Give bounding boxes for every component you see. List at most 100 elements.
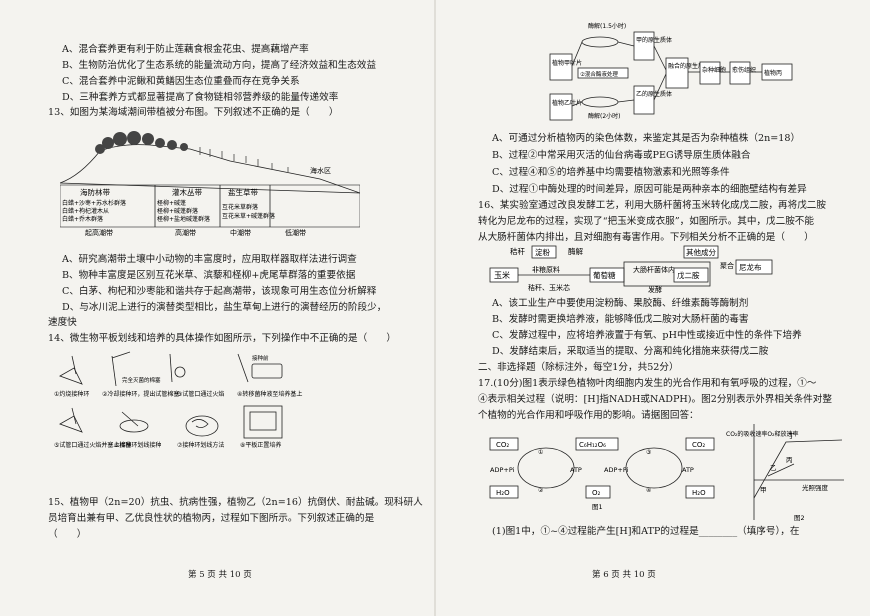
other-label: 其他成分 xyxy=(686,247,716,257)
plant-a-label: 植物甲叶片 xyxy=(552,59,582,67)
fig2-ylabel: CO₂的吸收速率O₂释放速率 xyxy=(726,430,798,438)
zone3-sub: 互花米草群落 xyxy=(222,203,258,211)
zone1-sub: 白蜡+乔木群落 xyxy=(62,215,103,223)
plant-c-label: 植物丙 xyxy=(764,69,782,77)
q15-option-a: A、可通过分析植物丙的染色体数，来鉴定其是否为杂种植株（2n=18） xyxy=(492,133,801,144)
curve-label: 丁 xyxy=(788,432,795,440)
zone2-sub: 柽柳+碱蓬 xyxy=(157,199,186,207)
page-fold xyxy=(434,0,436,616)
q13-figure: 海防林带 白蜡+沙枣+苏水杉群落 白蜡+枸杞灌木从 白蜡+乔木群落 灌木丛带 柽… xyxy=(60,131,360,236)
zone3-label: 盐生草带 xyxy=(228,187,258,197)
q17-line-3: 个植物的光合作用和呼吸作用的影响。请据图回答： xyxy=(478,410,699,421)
inset-label: 完全灭菌的棉塞 xyxy=(122,376,161,384)
fig2-caption: 图2 xyxy=(794,514,805,522)
glucose-label: 葡萄糖 xyxy=(593,270,616,280)
q14-caption: ⑥接种环划线接种 xyxy=(114,441,161,449)
q15-figure: 植物甲叶片 植物乙叶片 酶解(1.5小时) 酶解(2小时) ②混合酶液处理 甲的… xyxy=(549,22,793,121)
q13-option-d: D、与冰川泥上进行的演替类型相比，盐生草甸上进行的演替经历的阶段少， xyxy=(62,302,387,313)
q14-caption: ③试管口通过火焰 xyxy=(177,390,224,398)
co2-label: CO₂ xyxy=(692,441,705,449)
q17-figure-1: CO₂ C₆H₁₂O₆ CO₂ ADP+Pi ATP ADP+Pi ATP H₂… xyxy=(489,437,715,511)
process-mark: ② xyxy=(538,487,544,494)
q12-option-d: D、三种套养方式都显著提高了食物链相邻营养级的能量传递效率 xyxy=(62,92,339,103)
fig1-caption: 图1 xyxy=(592,503,603,511)
zone2-label: 灌木丛带 xyxy=(172,187,202,197)
tide-label: 中潮带 xyxy=(230,228,251,236)
hydrolysis-label: 酶解 xyxy=(568,246,583,256)
q16-option-a: A、该工业生产中要使用淀粉酶、果胶酶、纤维素酶等酶制剂 xyxy=(492,298,749,309)
q16-line-3: 从大肠杆菌体内排出，且对细胞有毒害作用。下列相关分析不正确的是（ ） xyxy=(478,232,814,243)
ecoli-label: 大肠杆菌体内 xyxy=(633,265,675,274)
curve-label: 丙 xyxy=(786,456,793,464)
starch-label: 淀粉 xyxy=(535,247,550,257)
q12-option-a: A、混合套养更有利于防止莲藕食根金花虫、提高藕增产率 xyxy=(62,44,309,55)
adp-label: ADP+Pi xyxy=(604,466,629,474)
q17-line-2: ④表示相关过程（说明：[H]指NADH或NADPH)。图2分别表示外界相关条件对… xyxy=(478,394,832,405)
zone2-sub: 柽柳+碱蓬群落 xyxy=(157,207,198,215)
adp-label: ADP+Pi xyxy=(490,466,515,474)
q14-figure: 完全灭菌的棉塞 接种前 ①灼烧接种环 ②冷却接种环，提出试管棉塞 ③试管口通过火… xyxy=(54,351,302,449)
q14-caption: ①灼烧接种环 xyxy=(54,390,89,398)
q15-line-3: （ ） xyxy=(48,529,87,540)
q14-caption: ⑤试管口通过火焰并塞上棉塞 xyxy=(54,441,131,449)
zone1-label: 海防林带 xyxy=(80,187,110,197)
q16-line-1: 16、某实验室通过改良发酵工艺，利用大肠杆菌将玉米转化成戊二胺，再将戊二胺 xyxy=(478,200,826,211)
co2-label: CO₂ xyxy=(496,441,509,449)
nongrain-label: 非粮原料 xyxy=(532,265,560,274)
enzyme-b-label: 酶解(2小时) xyxy=(588,112,621,120)
q15-option-d: D、过程①中酶处理的时间差异，原因可能是两种亲本的细胞壁结构有差异 xyxy=(492,184,807,195)
protoplast-b-label: 乙的原生质体 xyxy=(636,90,672,98)
q15-line-1: 15、植物甲（2n=20）抗虫、抗病性强，植物乙（2n=16）抗倒伏、耐盐碱。现… xyxy=(48,497,423,508)
q14-caption: ⑧平板正置培养 xyxy=(240,441,281,449)
q17-figure-2: CO₂的吸收速率O₂释放速率 光照强度 丁 丙 乙 甲 图2 xyxy=(726,424,844,522)
q14-caption: ②冷却接种环，提出试管棉塞 xyxy=(102,390,179,398)
q14-caption: ⑦接种环划线方法 xyxy=(177,441,224,449)
q15-line-2: 员培育出兼有甲、乙优良性状的植物丙，过程如下图所示。下列叙述正确的是 xyxy=(48,513,375,524)
section-2-heading: 二、非选择题（除标注外，每空1分，共52分） xyxy=(478,362,679,373)
q16-option-b: B、发酵时需更换培养液，能够降低戊二胺对大肠杆菌的毒害 xyxy=(492,314,749,325)
q13-stem: 13、如图为某海域潮间带植被分布图。下列叙述不正确的是（ ） xyxy=(48,107,339,118)
atp-label: ATP xyxy=(682,466,694,474)
protoplast-a-label: 甲的原生质体 xyxy=(636,36,672,44)
q16-option-c: C、发酵过程中，应将培养液置于有氧、pH中性或接近中性的条件下培养 xyxy=(492,330,802,341)
q12-option-b: B、生物防治优化了生态系统的能量流动方向，提高了经济效益和生态效益 xyxy=(62,60,377,71)
q16-line-2: 转化为尼龙布的过程，实现了“把玉米变成衣服”，如图所示。其中，戊二胺不能 xyxy=(478,216,814,227)
atp-label: ATP xyxy=(570,466,582,474)
h2o-label: H₂O xyxy=(692,489,706,497)
curve-label: 乙 xyxy=(770,464,777,472)
straw-cob-label: 秸秆、玉米芯 xyxy=(528,283,570,292)
enzyme-a-label: 酶解(1.5小时) xyxy=(588,22,626,30)
o2-label: O₂ xyxy=(592,489,601,497)
page-6: 植物甲叶片 植物乙叶片 酶解(1.5小时) 酶解(2小时) ②混合酶液处理 甲的… xyxy=(438,0,870,616)
q12-option-c: C、混合套养中泥鳅和黄鳝因生态位重叠而存在竞争关系 xyxy=(62,76,300,87)
straw-label: 秸秆 xyxy=(510,246,525,256)
q13-option-b: B、物种丰富度是区别互花米草、滨藜和柽柳+虎尾草群落的重要依据 xyxy=(62,270,356,281)
footer-page-6: 第 6 页 共 10 页 xyxy=(592,570,656,580)
process-mark: ③ xyxy=(646,449,651,456)
q13-option-d-cont: 速度快 xyxy=(48,317,77,328)
ferment-label: 发酵 xyxy=(648,285,662,294)
corn-label: 玉米 xyxy=(494,270,510,280)
zone1-sub: 白蜡+沙枣+苏水杉群落 xyxy=(62,199,126,207)
tide-label: 起高潮带 xyxy=(85,228,113,236)
zone4-label: 海水区 xyxy=(310,166,331,175)
zone3-sub: 互花米草+碱蓬群落 xyxy=(222,212,275,220)
zone1-sub: 白蜡+枸杞灌木从 xyxy=(62,207,109,215)
h2o-label: H₂O xyxy=(496,489,510,497)
tide-label: 低潮带 xyxy=(285,228,306,236)
fusion-label: 融合的原生质体 xyxy=(668,62,710,70)
glucose-label: C₆H₁₂O₆ xyxy=(579,441,606,449)
q17-sub-1: (1)图1中，①~④过程能产生[H]和ATP的过程是________（填序号），… xyxy=(492,526,800,537)
q14-caption: ④转移菌种液至培养基上 xyxy=(237,390,302,398)
hybrid-label: 杂种细胞 xyxy=(702,66,726,74)
q13-option-c: C、白茅、枸杞和沙枣能和谐共存于起高潮带，该现象可用生态位分析解释 xyxy=(62,286,377,297)
q16-option-d: D、发酵结束后，采取适当的提取、分离和纯化措施来获得戊二胺 xyxy=(492,346,769,357)
q14-stem: 14、微生物平板划线和培养的具体操作如图所示，下列操作中不正确的是（ ） xyxy=(48,333,396,344)
zone2-sub: 柽柳+盐地碱蓬群落 xyxy=(157,215,210,223)
callus-label: 愈伤组织 xyxy=(732,66,756,74)
process-mark: ① xyxy=(538,449,543,456)
q15-option-b: B、过程②中常采用灭活的仙台病毒或PEG诱导原生质体融合 xyxy=(492,150,751,161)
tide-label: 高潮带 xyxy=(175,228,196,236)
inset-label: 接种前 xyxy=(252,354,269,362)
process-mark: ④ xyxy=(646,487,651,494)
